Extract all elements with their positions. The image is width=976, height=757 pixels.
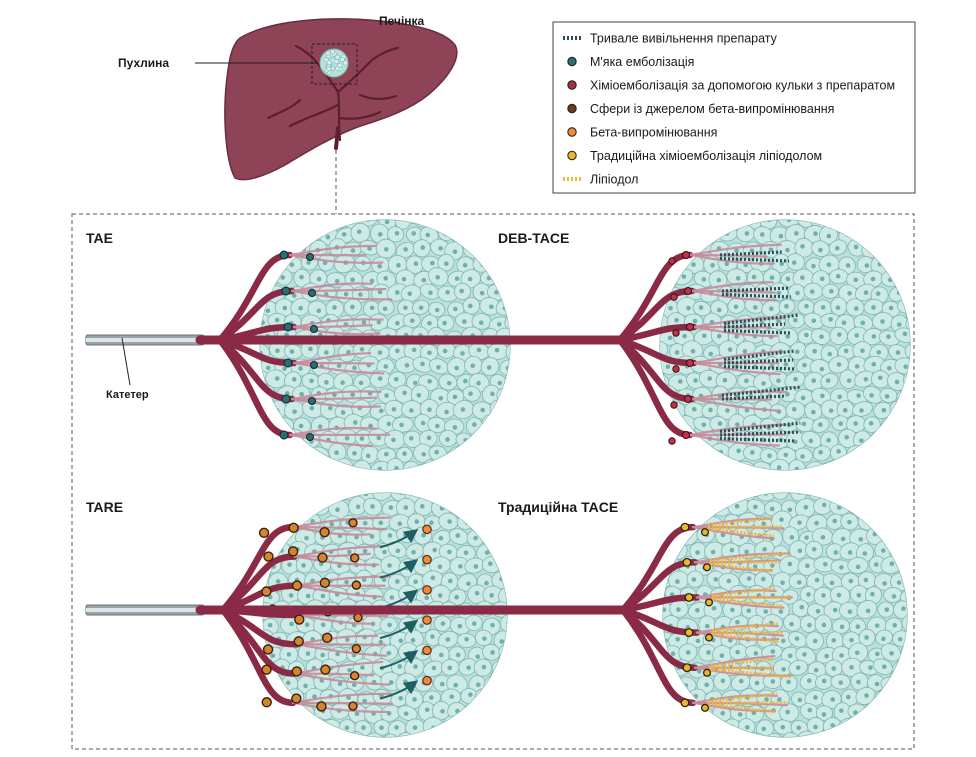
drug-release-trail (719, 437, 795, 443)
beta-particle (422, 645, 432, 656)
lipiodol-trail (709, 657, 775, 668)
legend-item: Традиційна хіміоемболізація ліпіодолом (567, 149, 822, 163)
beta-particle (422, 585, 432, 595)
drug-release-trail (721, 385, 802, 397)
beta-arrow (379, 649, 419, 670)
tumor-small (319, 48, 349, 78)
beta-arrow (379, 680, 419, 700)
artery-tree (195, 243, 788, 447)
lipiodol-trail (707, 527, 774, 538)
catheter (85, 604, 205, 616)
panel-traditional-tace (85, 492, 908, 738)
tumor-zoom-box (311, 43, 358, 85)
panel-title-tae: TAE (86, 230, 113, 246)
tumor-label: Пухлина (118, 56, 169, 70)
legend-item: Бета-випромінювання (567, 126, 717, 140)
legend-label: Ліпіодол (590, 173, 638, 187)
tumor-mass (659, 219, 911, 471)
legend-marker (567, 150, 577, 161)
lipiodol-trail (709, 668, 792, 679)
panel-tae (85, 219, 511, 471)
catheter (85, 334, 205, 346)
tumor-mass (662, 492, 908, 738)
legend-label: Сфери із джерелом бета-випромінювання (590, 102, 834, 116)
legend-label: Бета-випромінювання (590, 126, 717, 140)
drug-release-trail (719, 421, 801, 433)
embolic-particles (279, 250, 318, 441)
drug-release-trail (721, 394, 787, 401)
embolic-particles (680, 522, 714, 712)
embolic-particles (668, 251, 694, 445)
panel-tare (85, 492, 508, 738)
legend-item: М'яка емболізація (567, 55, 694, 69)
beta-particle (422, 554, 432, 565)
panel-title-deb-tace: DEB-TACE (498, 230, 569, 246)
legend-marker (567, 103, 577, 114)
legend-item: Хіміоемболізація за допомогою кульки з п… (567, 79, 895, 93)
lipiodol-trail (709, 562, 773, 573)
panels-frame (71, 213, 915, 750)
legend-item: Тривале вивільнення препарату (563, 32, 778, 46)
drug-release-trail (723, 313, 800, 325)
drug-release-trail (723, 358, 794, 365)
lipiodol-trail (707, 692, 778, 703)
legend-label: Тривале вивільнення препарату (590, 32, 778, 46)
drug-release-trail (721, 286, 790, 293)
catheter-pointer-line (121, 337, 131, 386)
beta-arrow (379, 619, 419, 640)
beta-arrow (379, 559, 419, 579)
drug-release-trail (721, 293, 792, 299)
lipiodol-trail (709, 551, 790, 562)
legend-box (552, 21, 916, 194)
lipiodol-trail (711, 632, 779, 644)
beta-particle (422, 615, 432, 625)
catheter-label: Катетер (106, 389, 149, 401)
panel-title-traditional-tace: Традиційна TACE (498, 499, 618, 515)
legend-item: Сфери із джерелом бета-випромінювання (567, 102, 834, 116)
liver-label: Печінка (379, 14, 425, 28)
legend-marker (567, 56, 577, 67)
legend-item: Ліпіодол (563, 173, 638, 187)
legend-label: М'яка емболізація (590, 55, 694, 69)
beta-particle (422, 524, 432, 535)
drug-release-trail (719, 430, 801, 437)
panel-deb-tace (85, 219, 911, 471)
legend-marker (567, 127, 577, 137)
liver-illustration (224, 18, 458, 181)
beta-arrow (379, 528, 419, 549)
drug-release-trail (719, 257, 790, 263)
legend-label: Хіміоемболізація за допомогою кульки з п… (590, 79, 895, 93)
legend-label: Традиційна хіміоемболізація ліпіодолом (590, 149, 822, 163)
legend-marker (567, 80, 577, 90)
panel-title-tare: TARE (86, 499, 123, 515)
drug-release-trail (723, 329, 792, 335)
lipiodol-trail (707, 703, 776, 714)
lipiodol-trail (711, 597, 784, 608)
beta-particle (422, 675, 432, 686)
liver-shape (224, 18, 458, 181)
lipiodol-trail (711, 622, 778, 633)
